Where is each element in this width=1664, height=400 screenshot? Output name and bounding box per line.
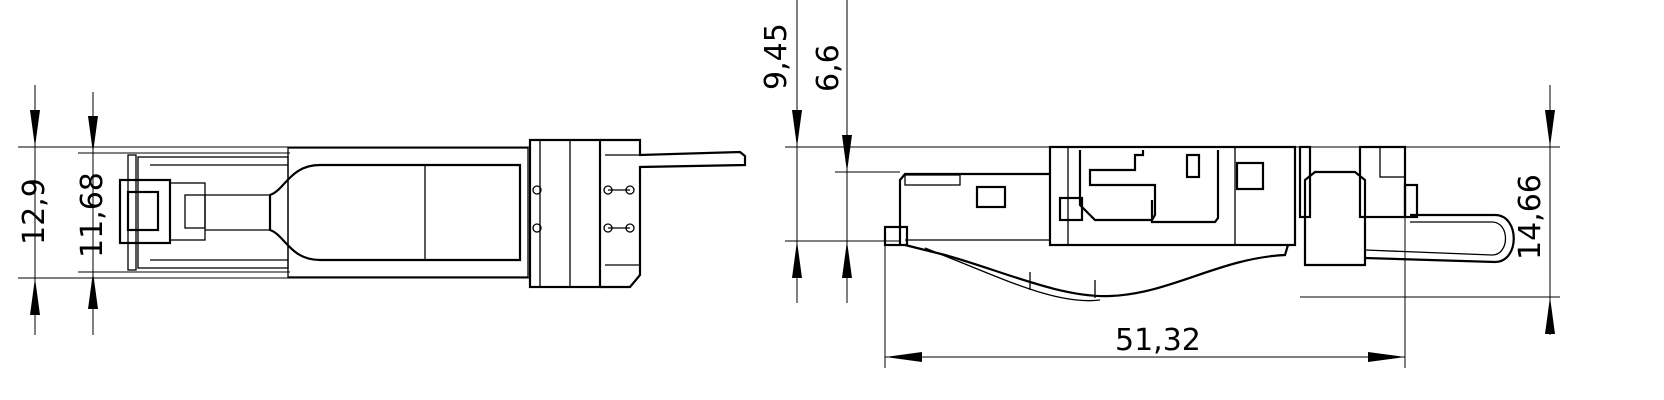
dimension-label: 14,66 [1513,174,1548,260]
dimension-label: 9,45 [759,23,794,90]
dimension-14-66: 14,66 [1513,85,1555,335]
dimension-9-45: 9,45 [759,0,802,303]
dimension-label: 6,6 [811,44,846,92]
dimension-12-9: 12,9 [17,85,52,335]
dimension-label: 12,9 [17,178,52,245]
dimension-label: 51,32 [1115,323,1201,358]
dimension-11-68: 11,68 [75,92,110,335]
dimension-6-6: 6,6 [811,0,852,303]
side-view: 9,45 6,6 14,66 51,32 [759,0,1560,368]
dimension-label: 11,68 [75,172,110,258]
dimension-51-32: 51,32 [884,147,1406,368]
front-view: 12,9 11,68 [17,85,747,335]
